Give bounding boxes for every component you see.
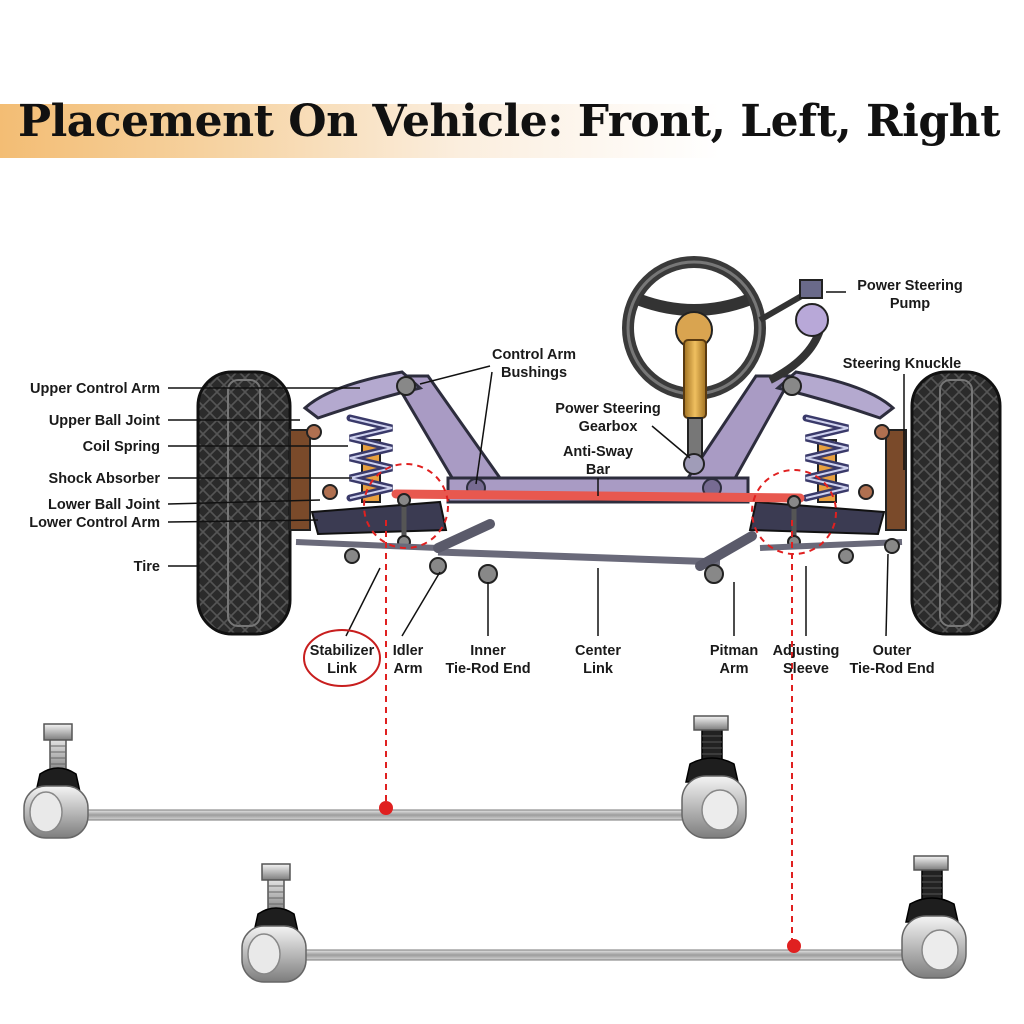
left-knuckle [289,429,311,531]
label-adjusting-sleeve-line2: Sleeve [783,661,829,677]
stabilizer-link-left-on-vehicle [397,493,411,549]
label-control-arm-bushings-line1: Control Arm [492,347,576,363]
label-inner-tie-rod-end-line2: Tie-Rod End [445,661,530,677]
right-stabilizer-highlight [751,469,837,555]
left-upper-ball-joint [306,424,322,440]
callout-labels: Upper Control Arm Upper Ball Joint Coil … [29,278,963,677]
label-center-link-line1: Center [575,643,621,659]
label-tire: Tire [134,559,160,575]
label-idler-arm-line1: Idler [393,643,424,659]
left-tire [196,370,292,636]
title-highlight-band [0,104,1000,158]
stabilizer-link-label-ring [303,629,381,687]
left-coil-spring [346,414,393,503]
label-pitman-arm-line1: Pitman [710,643,758,659]
label-lower-control-arm: Lower Control Arm [29,515,160,531]
left-stabilizer-highlight [363,463,449,549]
lower-control-arm-left [310,500,448,536]
upper-control-arm-left [302,370,424,420]
left-lower-ball-joint [322,484,338,500]
label-adjusting-sleeve-line1: Adjusting [773,643,840,659]
label-upper-ball-joint: Upper Ball Joint [49,413,160,429]
label-center-link-line2: Link [583,661,614,677]
label-anti-sway-bar-line1: Anti-Sway [563,444,633,460]
label-steering-knuckle: Steering Knuckle [843,356,961,372]
label-outer-tie-rod-end-line2: Tie-Rod End [849,661,934,677]
label-lower-ball-joint: Lower Ball Joint [48,497,160,513]
label-stabilizer-link-line2: Link [327,661,358,677]
power-steering-gearbox [683,417,705,475]
frame [389,374,795,504]
label-pitman-arm-line2: Arm [719,661,748,677]
label-outer-tie-rod-end-line1: Outer [873,643,912,659]
right-knuckle [885,429,907,531]
label-power-steering-gearbox-line2: Gearbox [579,419,638,435]
power-steering-pump [758,279,829,384]
label-idler-arm-line2: Arm [393,661,422,677]
upper-control-arm-right [774,370,896,420]
right-coil-spring [802,414,849,503]
label-power-steering-gearbox-line1: Power Steering [555,401,661,417]
page-title: Placement On Vehicle: Front, Left, Right [18,96,1000,147]
right-lower-ball-joint [858,484,874,500]
label-power-steering-pump-line2: Pump [890,296,930,312]
lower-control-arm-right [748,500,886,536]
leader-lines [167,291,905,637]
label-shock-absorber: Shock Absorber [49,471,161,487]
label-anti-sway-bar-line2: Bar [586,462,611,478]
label-coil-spring: Coil Spring [83,439,160,455]
right-link-marker-dot [787,939,801,953]
label-upper-control-arm: Upper Control Arm [30,381,160,397]
label-control-arm-bushings-line2: Bushings [501,365,567,381]
right-upper-ball-joint [874,424,890,440]
label-inner-tie-rod-end-line1: Inner [470,643,506,659]
left-link-marker-dot [379,801,393,815]
stabilizer-link-product-1 [23,715,747,839]
label-stabilizer-link-line1: Stabilizer [310,643,375,659]
stabilizer-link-product-2 [241,855,967,983]
steering-column [683,339,707,419]
right-tire [910,370,1002,636]
label-power-steering-pump-line1: Power Steering [857,278,963,294]
